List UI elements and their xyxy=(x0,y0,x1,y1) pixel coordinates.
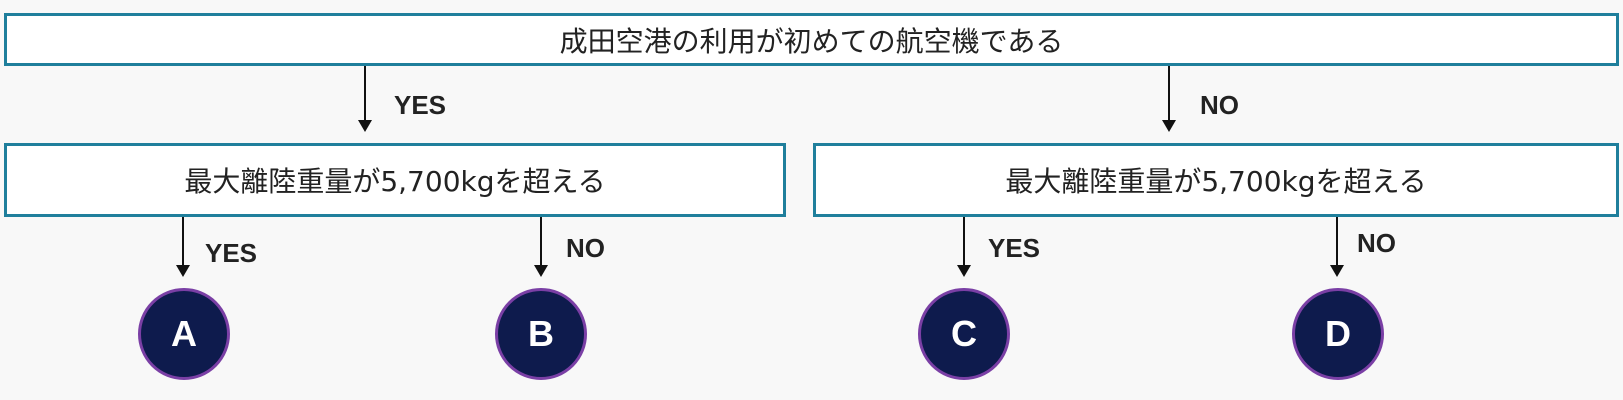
left-question-text: 最大離陸重量が5,700kgを超える xyxy=(184,165,606,198)
root-no-arrow xyxy=(1162,66,1176,132)
right-yes-arrow xyxy=(957,217,971,277)
left-yes-label: YES xyxy=(205,238,258,268)
result-c-letter: C xyxy=(951,313,977,354)
right-no-arrow xyxy=(1330,217,1344,277)
result-a-circle: A xyxy=(138,288,230,380)
right-question-box: 最大離陸重量が5,700kgを超える xyxy=(813,143,1619,217)
right-question-text: 最大離陸重量が5,700kgを超える xyxy=(1005,165,1427,198)
result-d-letter: D xyxy=(1325,313,1351,354)
result-b-letter: B xyxy=(528,313,554,354)
root-no-label: NO xyxy=(1200,90,1239,120)
root-question-text: 成田空港の利用が初めての航空機である xyxy=(559,24,1064,58)
result-d-circle: D xyxy=(1292,288,1384,380)
root-yes-label: YES xyxy=(394,90,447,120)
right-yes-label: YES xyxy=(988,233,1041,263)
left-no-label: NO xyxy=(566,233,605,263)
left-yes-arrow xyxy=(176,217,190,277)
result-a-letter: A xyxy=(171,313,197,354)
left-no-arrow xyxy=(534,217,548,277)
result-b-circle: B xyxy=(495,288,587,380)
result-c-circle: C xyxy=(918,288,1010,380)
right-no-label: NO xyxy=(1357,228,1396,258)
left-question-box: 最大離陸重量が5,700kgを超える xyxy=(4,143,786,217)
root-yes-arrow xyxy=(358,66,372,132)
root-question-box: 成田空港の利用が初めての航空機である xyxy=(4,13,1619,66)
